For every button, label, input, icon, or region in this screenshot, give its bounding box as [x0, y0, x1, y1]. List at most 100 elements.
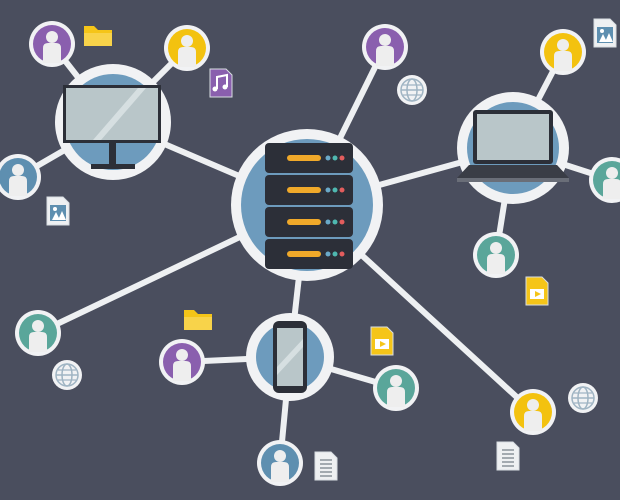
image-file-icon	[593, 18, 617, 48]
desktop-hub	[55, 64, 171, 180]
user-avatar	[0, 154, 41, 200]
status-led	[325, 251, 331, 257]
image-trees	[52, 211, 66, 220]
globe-icon	[52, 360, 82, 390]
person-head	[176, 349, 188, 361]
screen-glare	[277, 339, 303, 375]
drive-bar	[287, 219, 321, 225]
person-icon	[376, 34, 394, 66]
person-icon	[603, 167, 620, 199]
status-led	[339, 219, 345, 225]
server-hub	[231, 129, 383, 281]
laptop-hub	[457, 92, 569, 204]
drive-bar	[287, 155, 321, 161]
status-led	[339, 155, 345, 161]
person-body	[43, 43, 61, 63]
server-icon	[265, 143, 353, 269]
user-avatar	[29, 21, 75, 67]
person-icon	[43, 31, 61, 63]
person-head	[527, 399, 539, 411]
folder-front	[184, 317, 212, 330]
folder-icon	[84, 26, 112, 46]
person-body	[603, 179, 620, 199]
globe-icon	[397, 75, 427, 105]
monitor-base	[91, 164, 135, 169]
user-avatar	[540, 29, 586, 75]
laptop-keyboard	[457, 165, 569, 178]
monitor-stand	[109, 143, 116, 165]
user-avatar	[510, 389, 556, 435]
person-head	[606, 167, 618, 179]
video-file-icon	[525, 276, 549, 306]
status-led	[332, 251, 338, 257]
laptop-base	[457, 178, 569, 182]
person-icon	[487, 242, 505, 274]
user-avatar	[373, 365, 419, 411]
nodes	[0, 18, 620, 486]
user-avatar	[15, 310, 61, 356]
person-icon	[178, 35, 196, 67]
person-body	[524, 411, 542, 431]
monitor-icon	[63, 85, 161, 169]
note-head	[212, 86, 218, 92]
person-head	[490, 242, 502, 254]
music-note	[216, 73, 228, 89]
person-head	[390, 375, 402, 387]
file-page	[314, 451, 338, 481]
status-led	[339, 251, 345, 257]
person-icon	[173, 349, 191, 381]
image-trees	[599, 33, 613, 42]
screen-glare	[93, 88, 146, 140]
person-head	[12, 164, 24, 176]
image-file-icon	[46, 196, 70, 226]
user-avatar	[257, 440, 303, 486]
person-icon	[9, 164, 27, 196]
person-body	[271, 462, 289, 482]
person-body	[554, 51, 572, 71]
user-avatar	[164, 25, 210, 71]
person-head	[557, 39, 569, 51]
monitor-screen	[66, 88, 158, 140]
image-sun	[600, 29, 604, 33]
status-led	[332, 155, 338, 161]
file-page	[209, 68, 233, 98]
person-icon	[387, 375, 405, 407]
person-head	[379, 34, 391, 46]
laptop-icon	[457, 110, 569, 182]
status-led	[325, 219, 331, 225]
status-led	[325, 187, 331, 193]
person-body	[29, 332, 47, 352]
note-head	[222, 84, 228, 90]
laptop-screen	[477, 114, 549, 160]
person-icon	[524, 399, 542, 431]
status-led	[325, 155, 331, 161]
file-page	[496, 441, 520, 471]
status-led	[332, 187, 338, 193]
video-file-icon	[370, 326, 394, 356]
person-icon	[29, 320, 47, 352]
person-body	[376, 46, 394, 66]
phone-hub	[246, 313, 334, 401]
person-head	[274, 450, 286, 462]
person-body	[9, 176, 27, 196]
user-avatar	[159, 339, 205, 385]
document-file-icon	[314, 451, 338, 481]
person-head	[181, 35, 193, 47]
folder-front	[84, 33, 112, 46]
drive-bar	[287, 187, 321, 193]
person-body	[487, 254, 505, 274]
music-file-icon	[209, 68, 233, 98]
play-icon	[380, 341, 386, 347]
drive-bar	[287, 251, 321, 257]
globe-icon	[568, 383, 598, 413]
play-icon	[535, 291, 541, 297]
person-body	[387, 387, 405, 407]
user-avatar	[362, 24, 408, 70]
person-icon	[271, 450, 289, 482]
status-led	[332, 219, 338, 225]
smartphone-icon	[273, 321, 307, 393]
status-led	[339, 187, 345, 193]
document-file-icon	[496, 441, 520, 471]
folder-icon	[184, 310, 212, 330]
